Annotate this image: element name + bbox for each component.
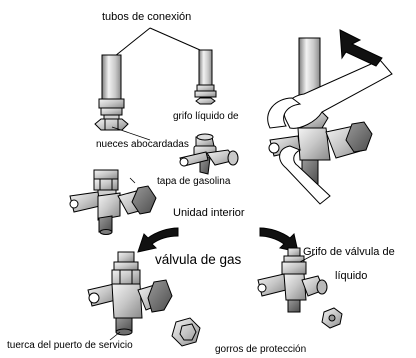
- label-liquid-valve-line2: líquido: [335, 270, 368, 282]
- flare-nut-leader: [111, 126, 151, 141]
- label-liquid-valve-line1: Grifo de válvula de: [303, 246, 395, 258]
- service-nut-leader: [109, 331, 121, 341]
- label-gas-valve: válvula de gas: [155, 252, 242, 267]
- label-indoor-unit: Unidad interior: [173, 207, 245, 219]
- protection-cap-right: [321, 307, 343, 329]
- gas-valve-upper-left: [69, 169, 157, 235]
- liquid-valve-leader: [299, 253, 316, 263]
- label-connection-tubes: tubos de conexión: [102, 11, 192, 23]
- protection-cap-left: [171, 317, 201, 347]
- wrench-assembly: [267, 37, 393, 205]
- label-flare-nuts: nueces abocardadas: [96, 139, 189, 150]
- indoor-unit-arrows: [137, 227, 299, 253]
- left-flare-nut: [94, 118, 129, 131]
- left-connection-pipe: [98, 54, 125, 120]
- rotation-arrow: [339, 29, 383, 67]
- label-protection-caps: gorros de protección: [215, 344, 307, 355]
- gas-valve-bottom: [87, 251, 173, 336]
- tubes-leader-lines: [114, 27, 201, 57]
- label-gas-cap: tapa de gasolina: [157, 176, 231, 187]
- liquid-valve-bottom: [257, 247, 328, 313]
- right-connection-pipe: [194, 49, 217, 102]
- right-flare-nut: [195, 97, 216, 105]
- small-liquid-valve: [179, 133, 239, 175]
- label-liquid-valve-top: grifo líquido de: [173, 111, 239, 122]
- gas-cap-leader: [129, 177, 136, 184]
- label-service-port-nut: tuerca del puerto de servicio: [7, 340, 133, 351]
